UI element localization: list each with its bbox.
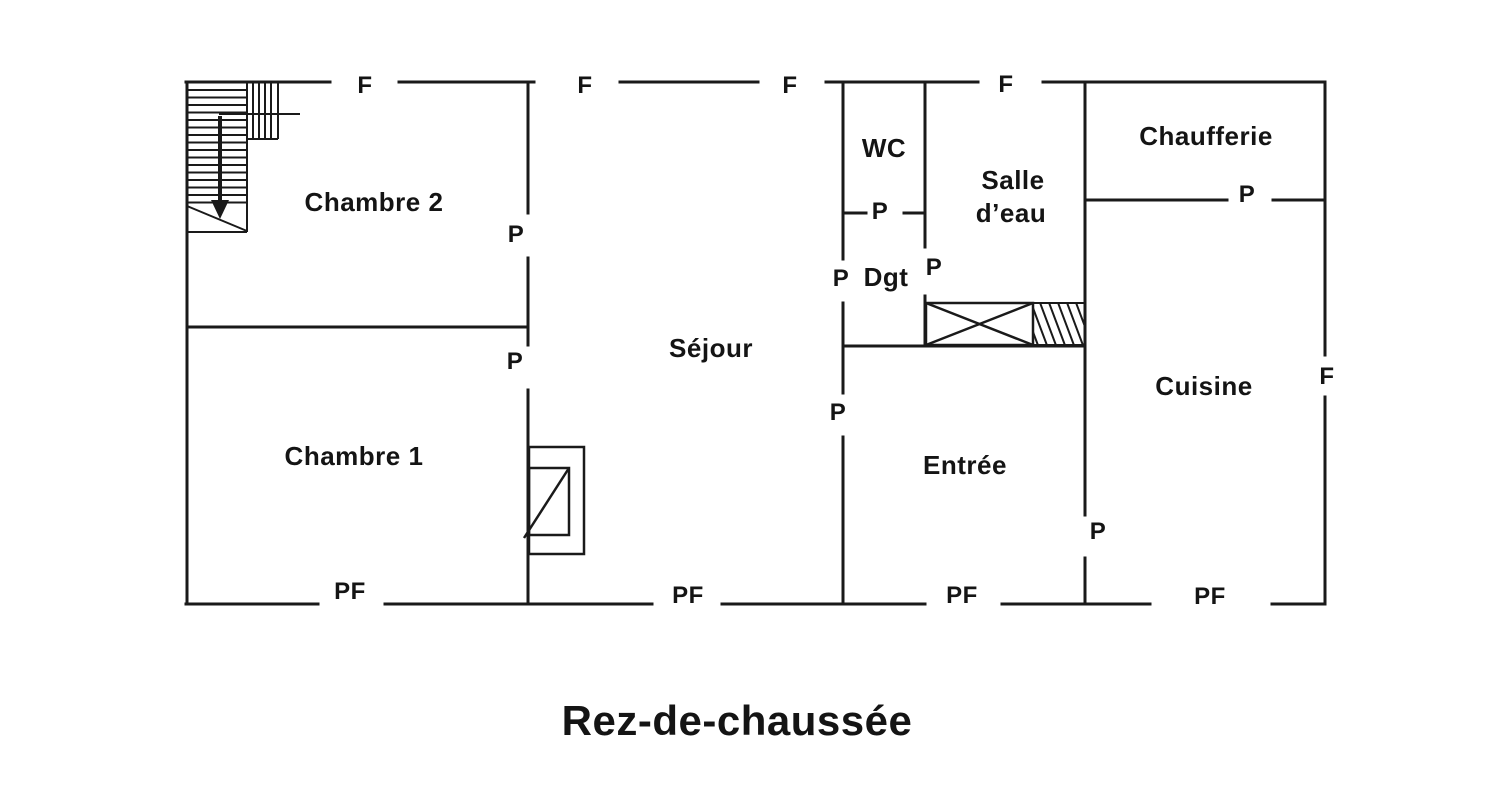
door-label-p-chambre2: P (507, 221, 525, 248)
door-label-p-cuisine: P (1089, 518, 1107, 545)
french-window-label-pf-4: PF (1194, 583, 1226, 610)
window-label-f-right: F (1319, 363, 1335, 390)
french-window-label-pf-1: PF (334, 578, 366, 605)
french-window-label-pf-2: PF (672, 582, 704, 609)
french-window-label-pf-3: PF (946, 582, 978, 609)
room-label-dgt: Dgt (863, 262, 909, 292)
walls (184, 80, 1327, 606)
room-label-salle-eau-line2: d’eau (975, 198, 1047, 228)
door-label-p-dgt: P (832, 265, 850, 292)
room-label-chaufferie: Chaufferie (1139, 121, 1273, 151)
page-title: Rez-de-chaussée (561, 697, 913, 744)
window-label-f-top-3: F (782, 72, 798, 99)
room-label-wc: WC (861, 133, 907, 163)
door-label-p-salle-eau: P (925, 254, 943, 281)
window-label-f-top-2: F (577, 72, 593, 99)
hatched-rectangle-flue (1032, 302, 1086, 346)
door-label-p-sejour-entree: P (829, 399, 847, 426)
fireplace (522, 445, 586, 556)
room-label-sejour: Séjour (669, 333, 753, 363)
winder-steps (219, 82, 300, 140)
room-label-salle-eau-line1: Salle (981, 165, 1045, 195)
window-label-f-top-1: F (357, 72, 373, 99)
door-label-p-wc: P (871, 198, 889, 225)
room-label-entree: Entrée (923, 450, 1007, 480)
room-label-chambre-1: Chambre 1 (284, 441, 424, 471)
room-label-chambre-2: Chambre 2 (304, 187, 444, 217)
stair-down-arrow (211, 116, 229, 219)
crossed-rectangle-fixture (924, 301, 1035, 347)
stair-cut-line (186, 205, 248, 232)
door-label-p-chaufferie: P (1238, 181, 1256, 208)
window-label-f-top-4: F (998, 71, 1014, 98)
room-label-cuisine: Cuisine (1155, 371, 1253, 401)
door-label-p-chambre1: P (506, 348, 524, 375)
staircase-with-treads (186, 83, 248, 233)
